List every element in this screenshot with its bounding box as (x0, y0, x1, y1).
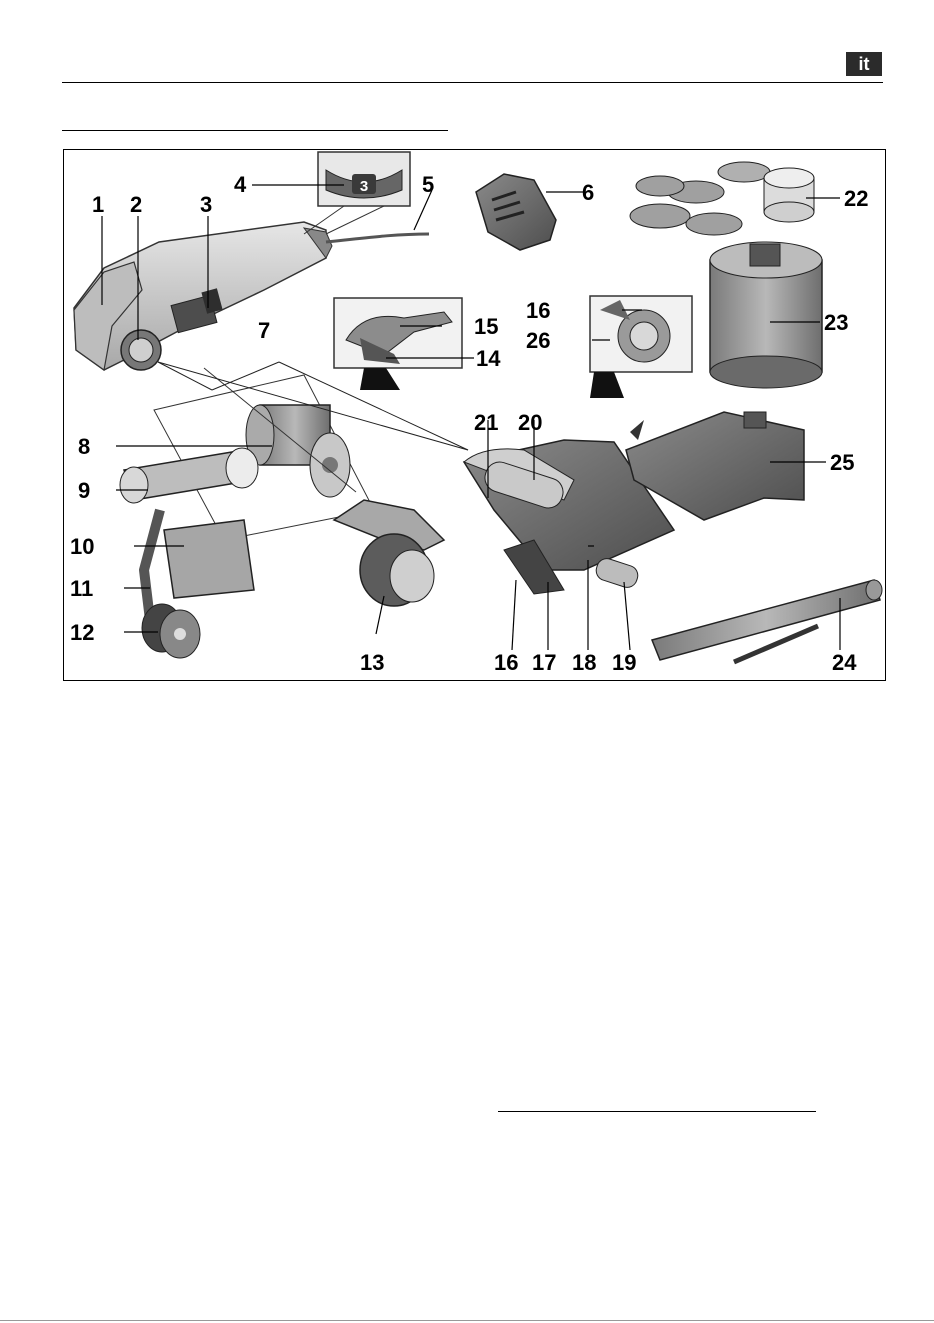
callout-16-top: 16 (526, 298, 550, 323)
header-rule (62, 82, 883, 83)
callout-12: 12 (70, 620, 94, 645)
callout-7: 7 (258, 318, 270, 343)
callout-9: 9 (78, 478, 90, 503)
language-badge: it (846, 52, 882, 76)
callout-25: 25 (830, 450, 854, 475)
speed-dial-inset: 3 (304, 152, 410, 234)
callout-26: 26 (526, 328, 550, 353)
callout-3: 3 (200, 192, 212, 217)
callout-2: 2 (130, 192, 142, 217)
roller-set (630, 162, 814, 235)
detail-inset-left (334, 298, 462, 390)
callout-15: 15 (474, 314, 498, 339)
callout-13: 13 (360, 650, 384, 675)
detail-inset-right (590, 296, 692, 398)
exploded-view-figure: 3 (63, 149, 886, 681)
callout-14: 14 (476, 346, 501, 371)
cap-part (476, 174, 556, 250)
callout-19: 19 (612, 650, 636, 675)
callout-5: 5 (422, 172, 434, 197)
dial-value: 3 (360, 178, 368, 195)
callout-17: 17 (532, 650, 556, 675)
callout-24: 24 (832, 650, 857, 675)
callout-11: 11 (70, 576, 93, 601)
callout-22: 22 (844, 186, 868, 211)
roller-arm-assembly (120, 368, 444, 658)
callout-8: 8 (78, 434, 90, 459)
callout-1: 1 (92, 192, 104, 217)
callout-6: 6 (582, 180, 594, 205)
callout-18: 18 (572, 650, 596, 675)
callout-23: 23 (824, 310, 848, 335)
section-rule-bottom (498, 1111, 816, 1112)
callout-10: 10 (70, 534, 94, 559)
large-cylinder (710, 242, 822, 388)
callout-21: 21 (474, 410, 498, 435)
callout-4: 4 (234, 172, 247, 197)
callout-20: 20 (518, 410, 542, 435)
callout-16-bottom: 16 (494, 650, 518, 675)
section-rule (62, 130, 448, 131)
page-bottom-edge (0, 1320, 934, 1321)
